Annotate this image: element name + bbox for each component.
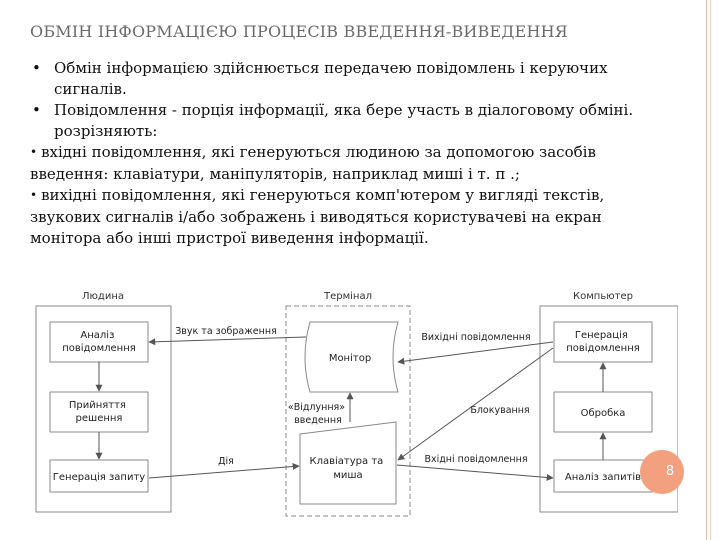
group-label-human: Людина <box>82 291 124 302</box>
node-keyboard-label: Клавіатура та миша <box>310 455 387 481</box>
small-bullet-icon: • <box>30 145 38 159</box>
small-bullet-icon: • <box>30 188 38 202</box>
group-label-terminal: Термінал <box>323 290 372 302</box>
node-decision-box <box>49 391 149 433</box>
edge-sound-image <box>148 336 307 346</box>
bullet-item: Обмін інформацією здійснюється передачею… <box>30 58 670 100</box>
bullet-list: Обмін інформацією здійснюється передачею… <box>30 58 670 142</box>
bullet-item: Повідомлення - порція інформації, яка бе… <box>30 100 670 142</box>
decorative-right-rule <box>706 0 707 540</box>
node-request-gen-label: Генерація запиту <box>53 471 146 483</box>
slide-body: Обмін інформацією здійснюється передачею… <box>30 58 670 249</box>
page-number: 8 <box>665 464 675 479</box>
group-human-frame <box>35 305 172 513</box>
node-analysis-label: Аналіз повідомлення <box>62 329 136 354</box>
edge-echo-label: «Відлуння» введення <box>288 402 348 426</box>
group-label-computer: Компьютер <box>573 291 633 302</box>
node-keyboard-shape <box>299 421 397 505</box>
page-number-badge: 8 <box>640 450 684 494</box>
decorative-right-rule-secondary <box>710 0 711 540</box>
edge-sound-image-label: Звук та зображення <box>175 326 277 337</box>
edge-input-messages <box>396 464 554 481</box>
node-request-analysis-label: Аналіз запитів <box>565 471 641 483</box>
node-processing-label: Обробка <box>581 408 626 419</box>
sub-item: •вхідні повідомлення, які генеруються лю… <box>30 142 670 185</box>
edge-blocking-label: Блокування <box>470 405 529 416</box>
sub-item: •вихідні повідомлення, які генеруються к… <box>30 185 670 249</box>
edge-output-messages-label: Вихідні повідомлення <box>421 332 530 343</box>
group-terminal-frame <box>285 305 411 517</box>
sub-item-text: вихідні повідомлення, які генеруються ко… <box>30 186 605 247</box>
slide-title: ОБМІН ІНФОРМАЦІЄЮ ПРОЦЕСІВ ВВЕДЕННЯ-ВИВЕ… <box>30 22 568 41</box>
node-message-gen-box <box>553 321 653 363</box>
edge-action <box>148 463 300 479</box>
node-message-gen-label: Генерація повідомлення <box>566 329 640 354</box>
node-request-gen-box <box>49 459 149 493</box>
group-computer-frame <box>539 305 678 513</box>
node-monitor-label: Монітор <box>329 352 371 364</box>
edge-output-messages <box>397 341 554 365</box>
edge-input-messages-label: Вхідні повідомлення <box>424 454 527 465</box>
node-decision-label: Прийняття решення <box>69 400 129 424</box>
edge-blocking <box>397 347 554 461</box>
edge-action-label: Дія <box>218 456 234 467</box>
io-exchange-diagram: Людина Термінал Компьютер Аналіз повідом… <box>35 290 678 517</box>
node-monitor-shape <box>304 321 399 393</box>
node-analysis-box <box>49 321 149 363</box>
sub-item-text: вхідні повідомлення, які генеруються люд… <box>30 143 596 183</box>
node-processing-box <box>553 391 653 433</box>
